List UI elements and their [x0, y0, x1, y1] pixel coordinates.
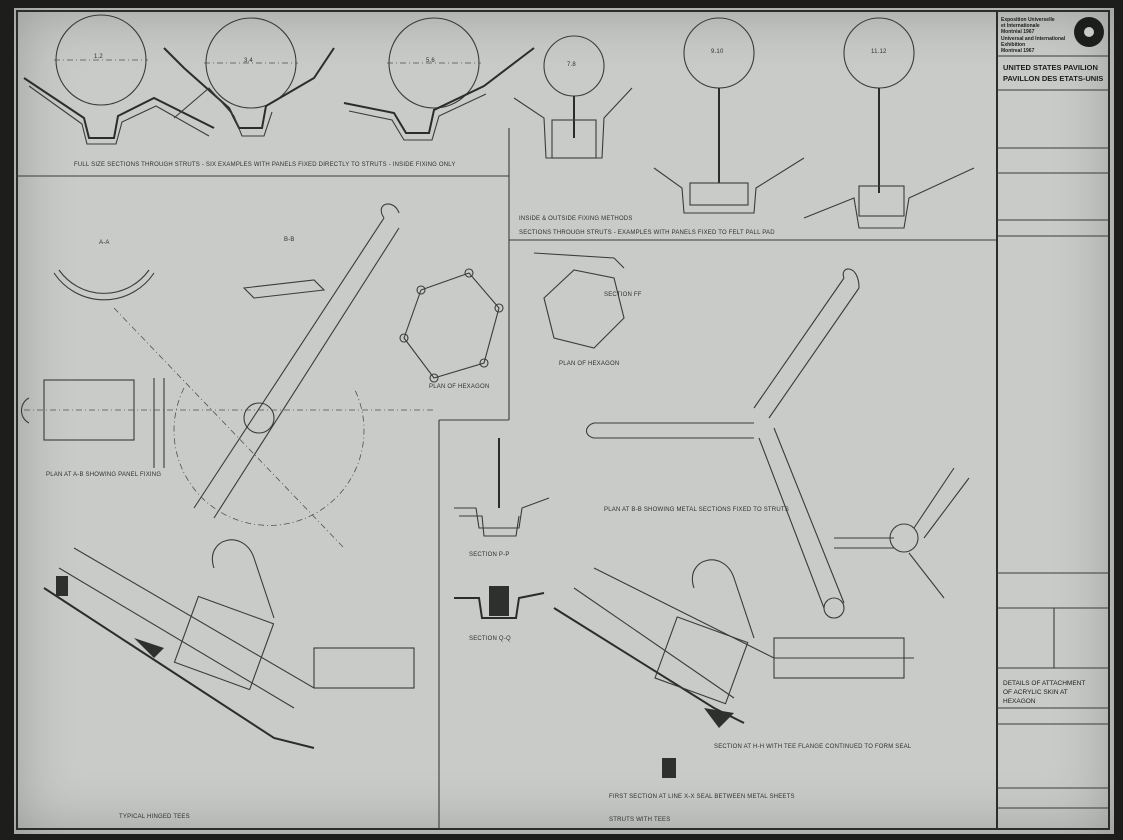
drawing-title-line-1: DETAILS OF ATTACHMENT: [1003, 680, 1085, 687]
section-circle-5: [653, 17, 805, 214]
bb-detail: [242, 279, 326, 299]
expo-line-6: Montreal 1967: [1001, 48, 1035, 54]
arc-aa: [53, 272, 155, 301]
label-full-size-sections: FULL SIZE SECTIONS THROUGH STRUTS - SIX …: [74, 162, 456, 168]
hexagon-plan-left: [403, 272, 500, 379]
section-circle-2: [163, 17, 335, 137]
section-circle-1: [23, 14, 215, 145]
label-section-pp: SECTION P-P: [469, 552, 510, 558]
junction-left: [43, 539, 415, 749]
label-plan-hexagon-2: PLAN OF HEXAGON: [559, 361, 619, 367]
expo-line-4: Universal and International: [1001, 36, 1066, 42]
circle-label-3: 5.6: [426, 58, 435, 64]
label-inside-outside: INSIDE & OUTSIDE FIXING METHODS: [519, 216, 633, 222]
section-pp-detail: [454, 438, 550, 537]
label-bottom-left: TYPICAL HINGED TEES: [119, 814, 190, 820]
circle-label-5: 9.10: [711, 49, 724, 55]
label-section-hh: SECTION AT H-H WITH TEE FLANGE CONTINUED…: [714, 744, 912, 750]
pavilion-name-en: UNITED STATES PAVILION: [1003, 63, 1098, 72]
section-circle-3: [343, 17, 535, 141]
label-plan-hexagon-1: PLAN OF HEXAGON: [429, 384, 489, 390]
section-circle-4: [513, 35, 633, 159]
label-plan-ab: PLAN AT A-B SHOWING PANEL FIXING: [46, 472, 161, 478]
label-sections-struts: SECTIONS THROUGH STRUTS - EXAMPLES WITH …: [519, 230, 775, 236]
circle-label-1: 1.2: [94, 54, 103, 60]
expo-line-3: Montréal 1967: [1001, 29, 1035, 35]
blueprint-drawing: 1.2 3.4 5.6 FULL SIZE SECTIONS THROUGH S…: [16, 10, 1110, 830]
circle-label-4: 7.8: [567, 62, 576, 68]
label-section-ff: SECTION FF: [604, 292, 642, 298]
drawing-title-line-3: HEXAGON: [1003, 698, 1036, 705]
label-plan-bb: PLAN AT B-B SHOWING METAL SECTIONS FIXED…: [604, 507, 789, 513]
expo-line-5: Exhibition: [1001, 42, 1025, 48]
label-section-qq: SECTION Q-Q: [469, 636, 511, 642]
circle-label-6: 11.12: [871, 49, 887, 55]
label-aa: A-A: [99, 240, 110, 246]
drawing-title-line-2: OF ACRYLIC SKIN AT: [1003, 689, 1068, 696]
title-block: [997, 17, 1109, 809]
circle-label-2: 3.4: [244, 58, 253, 64]
drawing-border: [16, 10, 1110, 830]
label-bb: B-B: [284, 237, 295, 243]
junction-right: [553, 559, 914, 778]
diagonal-strut-left: [113, 203, 400, 549]
tri-strut-plan: [585, 268, 860, 619]
tee-plan-detail: [834, 467, 970, 599]
section-qq-detail: [454, 586, 545, 619]
plan-ab-detail: [20, 378, 434, 468]
expo-line-1: Exposition Universelle: [1001, 17, 1055, 23]
pavilion-name-fr: PAVILLON DES ETATS-UNIS: [1003, 74, 1103, 83]
label-first-section: FIRST SECTION AT LINE X-X SEAL BETWEEN M…: [609, 794, 795, 800]
label-bottom-mid: STRUTS WITH TEES: [609, 817, 670, 823]
drawing-sheet: 1.2 3.4 5.6 FULL SIZE SECTIONS THROUGH S…: [14, 8, 1114, 834]
hexagon-plan-right: [543, 269, 625, 349]
section-circle-6: [803, 17, 975, 229]
expo-line-2: et Internationale: [1001, 23, 1040, 29]
